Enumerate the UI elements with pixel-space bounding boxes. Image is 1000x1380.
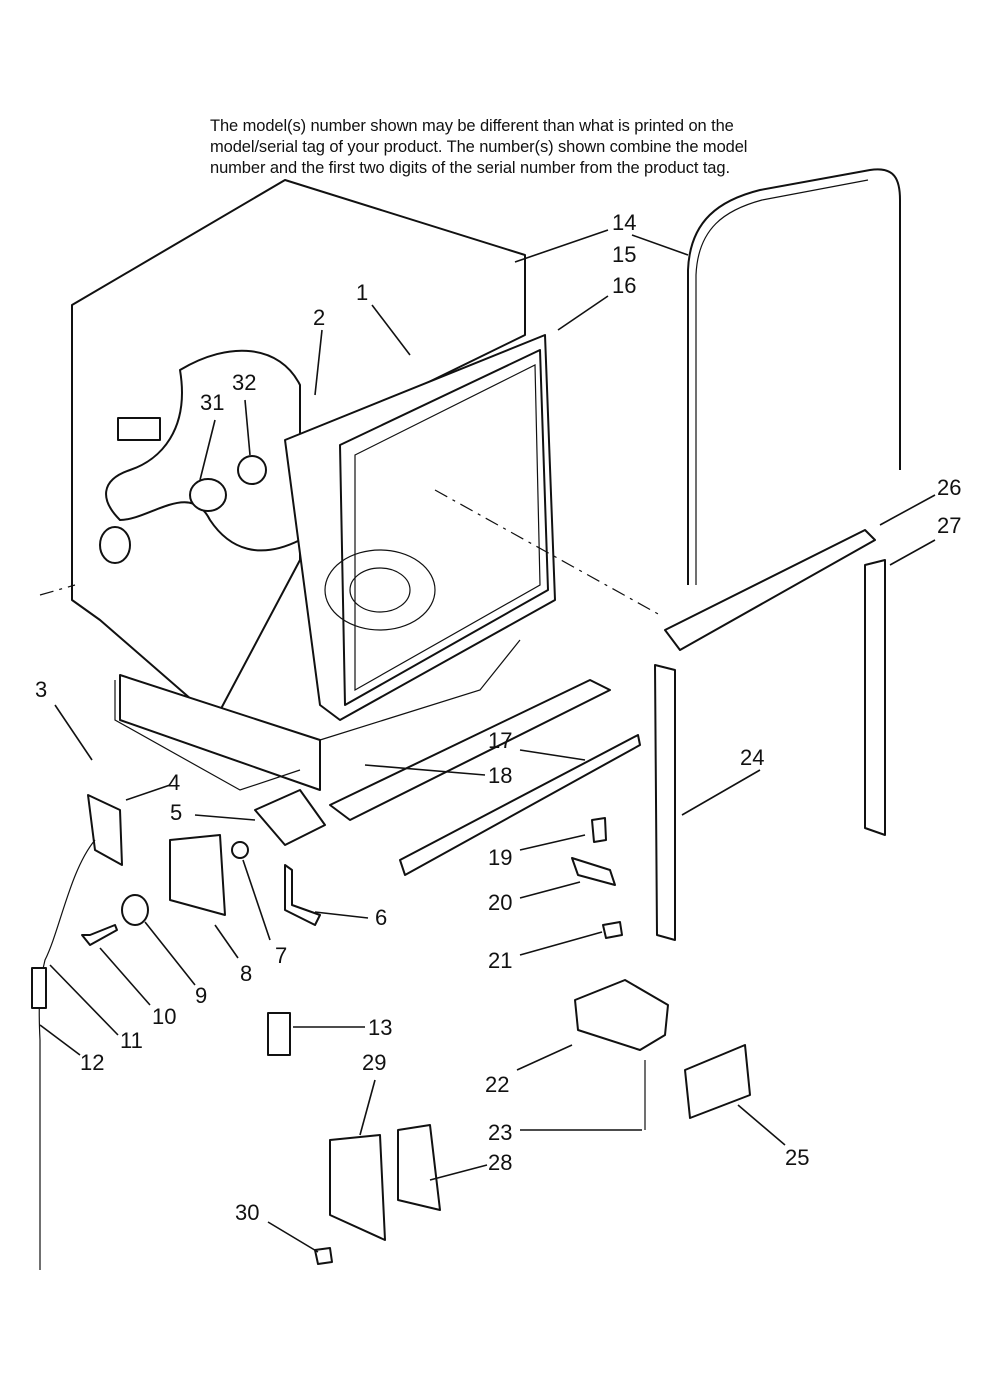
cord-11 bbox=[38, 839, 96, 1270]
callout-29: 29 bbox=[362, 1050, 386, 1075]
trim-17 bbox=[399, 734, 641, 876]
callout-11: 11 bbox=[120, 1028, 143, 1053]
callout-24: 24 bbox=[740, 745, 764, 770]
callout-22: 22 bbox=[485, 1072, 509, 1097]
note-line-1: The model(s) number shown may be differe… bbox=[210, 117, 734, 135]
panel-29 bbox=[329, 1134, 386, 1241]
callout-13: 13 bbox=[368, 1015, 392, 1040]
callout-1: 1 bbox=[356, 280, 368, 305]
callout-15: 15 bbox=[612, 242, 636, 267]
part-31 bbox=[189, 478, 227, 512]
callout-20: 20 bbox=[488, 890, 512, 915]
callout-25: 25 bbox=[785, 1145, 809, 1170]
leader-lines bbox=[39, 229, 936, 1253]
callout-30: 30 bbox=[235, 1200, 259, 1225]
strip-26 bbox=[664, 529, 876, 651]
callout-17: 17 bbox=[488, 728, 512, 753]
callout-18: 18 bbox=[488, 763, 512, 788]
plate-8 bbox=[169, 834, 226, 916]
callout-28: 28 bbox=[488, 1150, 512, 1175]
callout-10: 10 bbox=[152, 1004, 176, 1029]
screw-21 bbox=[602, 921, 623, 939]
tub bbox=[114, 334, 556, 791]
callout-26: 26 bbox=[937, 475, 961, 500]
clip-20 bbox=[571, 857, 616, 886]
foot-9 bbox=[121, 894, 149, 926]
clip-6 bbox=[284, 864, 321, 926]
callout-2: 2 bbox=[313, 305, 325, 330]
rail-18 bbox=[329, 679, 611, 821]
alignment-line bbox=[434, 489, 661, 616]
callout-31: 31 bbox=[200, 390, 224, 415]
callout-8: 8 bbox=[240, 961, 252, 986]
callout-labels: 1 2 3 4 5 6 7 8 9 10 11 12 13 14 15 16 1… bbox=[35, 210, 961, 1225]
bracket-4 bbox=[87, 794, 123, 866]
screw-30 bbox=[314, 1247, 333, 1265]
callout-9: 9 bbox=[195, 983, 207, 1008]
callout-4: 4 bbox=[168, 770, 180, 795]
callout-7: 7 bbox=[275, 943, 287, 968]
note-line-2: model/serial tag of your product. The nu… bbox=[210, 138, 748, 156]
callout-19: 19 bbox=[488, 845, 512, 870]
callout-12: 12 bbox=[80, 1050, 104, 1075]
pad-13 bbox=[267, 1012, 291, 1056]
callout-16: 16 bbox=[612, 273, 636, 298]
side-panel-24 bbox=[654, 664, 676, 941]
bracket-5 bbox=[254, 789, 326, 846]
screw-10 bbox=[81, 924, 118, 946]
callout-6: 6 bbox=[375, 905, 387, 930]
leg-19 bbox=[591, 817, 607, 843]
alignment-line bbox=[39, 584, 76, 596]
callout-3: 3 bbox=[35, 677, 47, 702]
model-number-note: The model(s) number shown may be differe… bbox=[210, 116, 810, 179]
part-32 bbox=[237, 455, 267, 485]
grommet-7 bbox=[231, 841, 249, 859]
callout-23: 23 bbox=[488, 1120, 512, 1145]
note-line-3: number and the first two digits of the s… bbox=[210, 159, 730, 177]
bracket-22 bbox=[574, 979, 669, 1051]
callout-21: 21 bbox=[488, 948, 512, 973]
callout-27: 27 bbox=[937, 513, 961, 538]
door-gasket bbox=[687, 168, 901, 585]
tag-12 bbox=[31, 967, 47, 1009]
cover-25 bbox=[684, 1044, 751, 1119]
bracket-28 bbox=[397, 1124, 441, 1211]
strip-27 bbox=[864, 559, 886, 836]
callout-5: 5 bbox=[170, 800, 182, 825]
callout-14: 14 bbox=[612, 210, 636, 235]
callout-32: 32 bbox=[232, 370, 256, 395]
